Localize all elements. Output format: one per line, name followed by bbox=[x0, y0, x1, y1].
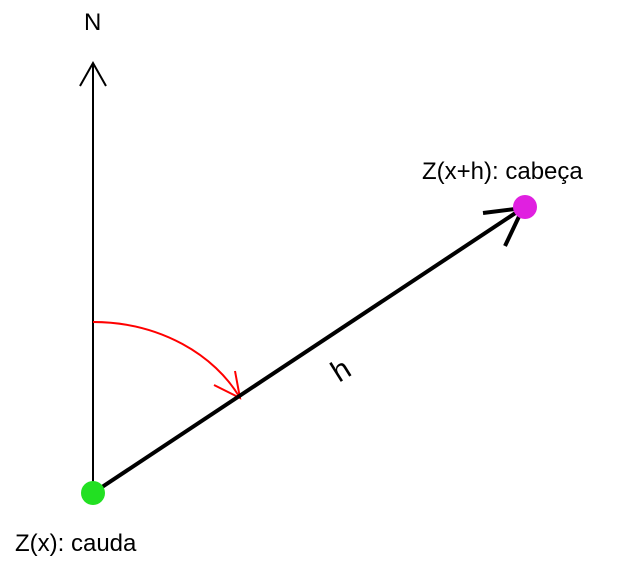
head-label: Z(x+h): cabeça bbox=[422, 158, 583, 185]
vector-h-arrow bbox=[91, 205, 527, 495]
tail-label: Z(x): cauda bbox=[15, 530, 137, 557]
tail-point bbox=[81, 481, 105, 505]
north-label: N bbox=[84, 9, 102, 36]
north-arrow bbox=[79, 60, 107, 493]
angle-arc bbox=[92, 321, 242, 400]
head-point bbox=[513, 195, 537, 219]
